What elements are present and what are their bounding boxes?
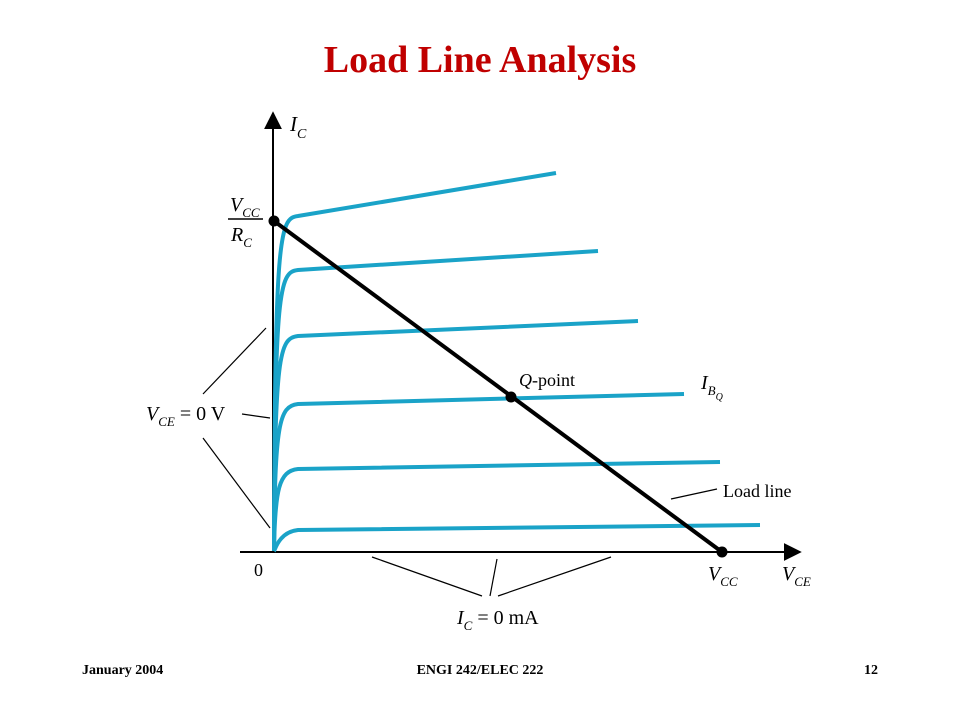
ibq-label: IBQ: [700, 372, 724, 403]
ib-curve-5: [272, 460, 721, 552]
origin-label: 0: [254, 560, 263, 580]
footer-course: ENGI 242/ELEC 222: [416, 663, 544, 678]
q-point-marker: [505, 391, 517, 403]
q-point-label: Q-point: [519, 370, 575, 390]
x-intercept-label: VCC: [708, 563, 738, 589]
ic-zero-label: IC = 0 mA: [456, 607, 539, 633]
ib-curve-6: [272, 523, 761, 553]
svg-text:VCC: VCC: [230, 194, 260, 220]
characteristic-curves: [272, 171, 761, 553]
x-axis-label: VCE: [782, 563, 811, 589]
x-intercept-point: [716, 546, 728, 558]
y-axis-label: IC: [289, 112, 307, 142]
load-line-label: Load line: [723, 481, 791, 501]
svg-text:RC: RC: [230, 224, 252, 250]
load-line: [272, 219, 724, 554]
ib-curve-1: [272, 171, 557, 552]
footer-page-number: 12: [864, 663, 878, 678]
vce-zero-label: VCE = 0 V: [146, 403, 226, 429]
leader-lines: [202, 327, 718, 597]
footer-date: January 2004: [82, 663, 164, 678]
vcc-over-rc-label: VCC RC: [228, 194, 263, 250]
y-intercept-point: [268, 215, 280, 227]
slide-title: Load Line Analysis: [323, 39, 637, 81]
